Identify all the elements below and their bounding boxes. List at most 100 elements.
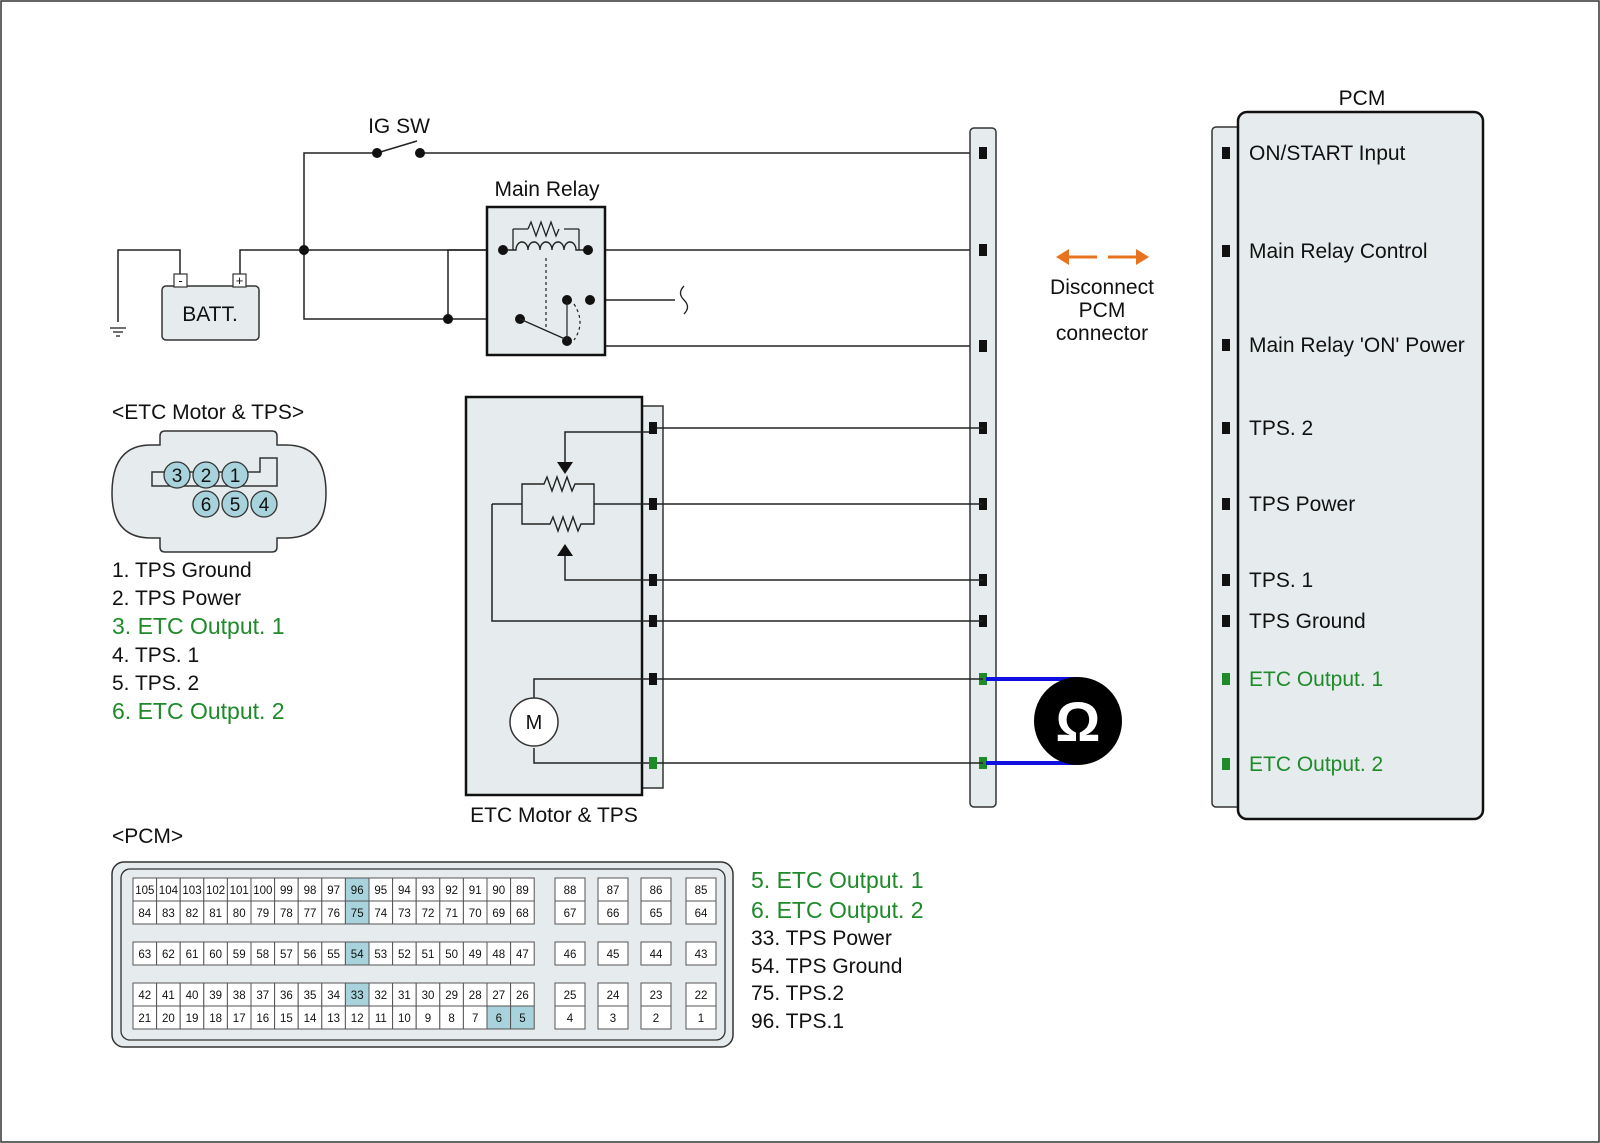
harness-connector-strip	[969, 127, 997, 808]
etc-pin-circle	[250, 490, 278, 518]
pcm-pin-number: 28	[469, 990, 482, 1002]
pcm-pin-number: 17	[233, 1013, 246, 1025]
pcm-pin-number: 67	[564, 908, 577, 920]
pcm-pin-cell	[597, 1005, 629, 1030]
pcm-pin-number: 85	[695, 885, 708, 897]
pcm-pin-number: 63	[138, 949, 151, 961]
pcm-pin-number: 27	[492, 990, 505, 1002]
etc-legend-item: 2. TPS Power	[112, 587, 241, 610]
pcm-pin-label: ETC Output. 1	[1249, 668, 1383, 691]
pcm-pin-number: 46	[564, 949, 577, 961]
pcm-pin-terminal	[1222, 339, 1230, 351]
pcm-pin-label: ON/START Input	[1249, 142, 1406, 165]
pcm-pin-number: 22	[695, 990, 708, 1002]
pcm-pin-cell	[597, 900, 629, 925]
pcm-pin-number: 88	[564, 885, 577, 897]
pcm-pin-number: 97	[327, 885, 340, 897]
pcm-pin-number: 56	[304, 949, 317, 961]
pcm-pin-number: 93	[422, 885, 435, 897]
pcm-legend-item: 96. TPS.1	[751, 1010, 844, 1033]
pcm-pin-number: 69	[492, 908, 505, 920]
battery	[161, 285, 260, 341]
pcm-pin-cell	[554, 941, 586, 966]
etc-connector-title: <ETC Motor & TPS>	[112, 401, 304, 424]
pcm-pin-terminal	[1222, 422, 1230, 434]
pcm-legend-item: 54. TPS Ground	[751, 955, 902, 978]
pcm-pin-number: 81	[209, 908, 222, 920]
pcm-pin-number: 92	[445, 885, 458, 897]
etc-pin-number: 5	[230, 495, 241, 516]
pcm-pin-number: 101	[230, 885, 249, 897]
pcm-pin-terminal	[1222, 758, 1230, 770]
pcm-pin-number: 9	[425, 1013, 431, 1025]
etc-pin-circle	[221, 490, 249, 518]
pcm-pin-number: 103	[182, 885, 201, 897]
pcm-pin-number: 44	[650, 949, 663, 961]
etc-pin-terminal	[649, 498, 657, 510]
pcm-pin-number: 68	[516, 908, 529, 920]
pcm-pin-number: 25	[564, 990, 577, 1002]
tps-wiper-arrow-icon	[557, 462, 573, 474]
pcm-pin-number: 49	[469, 949, 482, 961]
pcm-pin-label: TPS Ground	[1249, 610, 1366, 633]
pcm-pin-number: 38	[233, 990, 246, 1002]
etc-connector-face	[111, 430, 327, 553]
pcm-pin-number: 35	[304, 990, 317, 1002]
pcm-pin-terminal	[1222, 615, 1230, 627]
pcm-pin-number: 61	[186, 949, 199, 961]
pcm-title: PCM	[1339, 87, 1386, 110]
etc-legend-item: 3. ETC Output. 1	[112, 613, 285, 639]
pcm-pin-number: 24	[607, 990, 620, 1002]
pcm-pin-number: 100	[253, 885, 272, 897]
pcm-pin-number: 55	[327, 949, 340, 961]
pcm-pin-cell	[554, 1005, 586, 1030]
disconnect-label-line1: Disconnect	[1050, 276, 1154, 299]
pcm-pin-label: Main Relay Control	[1249, 240, 1428, 263]
pcm-pin-number: 80	[233, 908, 246, 920]
pcm-pin-number: 64	[695, 908, 708, 920]
pcm-pin-number: 41	[162, 990, 175, 1002]
relay-switch-blade	[519, 318, 566, 340]
battery-plus-sign: +	[236, 273, 244, 288]
etc-pin-circle	[163, 461, 191, 489]
pcm-pin-number: 1	[698, 1013, 704, 1025]
ohmmeter-icon	[1034, 677, 1122, 765]
pcm-pin-number: 60	[209, 949, 222, 961]
etc-pin-circle	[192, 461, 220, 489]
pcm-pin-number: 12	[351, 1013, 364, 1025]
pcm-pin-number: 53	[374, 949, 387, 961]
etc-wires	[491, 427, 983, 764]
pcm-connector-face-inner	[120, 868, 726, 1041]
pcm-pin-number: 87	[607, 885, 620, 897]
power-wiring	[117, 140, 983, 347]
pcm-pin-terminal	[1222, 574, 1230, 586]
disconnect-arrows-icon	[1056, 249, 1149, 265]
pcm-pin-number: 105	[135, 885, 154, 897]
etc-pin-number: 6	[201, 495, 212, 516]
pcm-pin-cell	[685, 941, 717, 966]
pcm-pin-terminal	[1222, 147, 1230, 159]
junction-dot	[443, 314, 453, 324]
relay-coil-icon	[503, 241, 588, 251]
pcm-legend-item: 6. ETC Output. 2	[751, 897, 924, 923]
disconnect-label-line3: connector	[1056, 322, 1148, 345]
pcm-pin-number: 31	[398, 990, 411, 1002]
pcm-pin-number: 52	[398, 949, 411, 961]
relay-resistor-icon	[512, 220, 580, 250]
etc-legend-item: 6. ETC Output. 2	[112, 698, 285, 724]
battery-terminal-negative	[173, 273, 188, 288]
harness-pin-terminal	[979, 340, 987, 352]
pcm-pin-number: 94	[398, 885, 411, 897]
pcm-pin-terminal	[1222, 673, 1230, 685]
pcm-connector-legend: 5. ETC Output. 16. ETC Output. 233. TPS …	[751, 867, 924, 1033]
pcm-pin-label: ETC Output. 2	[1249, 753, 1383, 776]
pcm-pin-number: 82	[186, 908, 199, 920]
pcm-pin-number: 45	[607, 949, 620, 961]
pcm-pin-cell	[554, 900, 586, 925]
pcm-pin-number: 102	[206, 885, 225, 897]
tps-resistor-icon	[492, 474, 595, 534]
pcm-pin-number: 74	[374, 908, 387, 920]
